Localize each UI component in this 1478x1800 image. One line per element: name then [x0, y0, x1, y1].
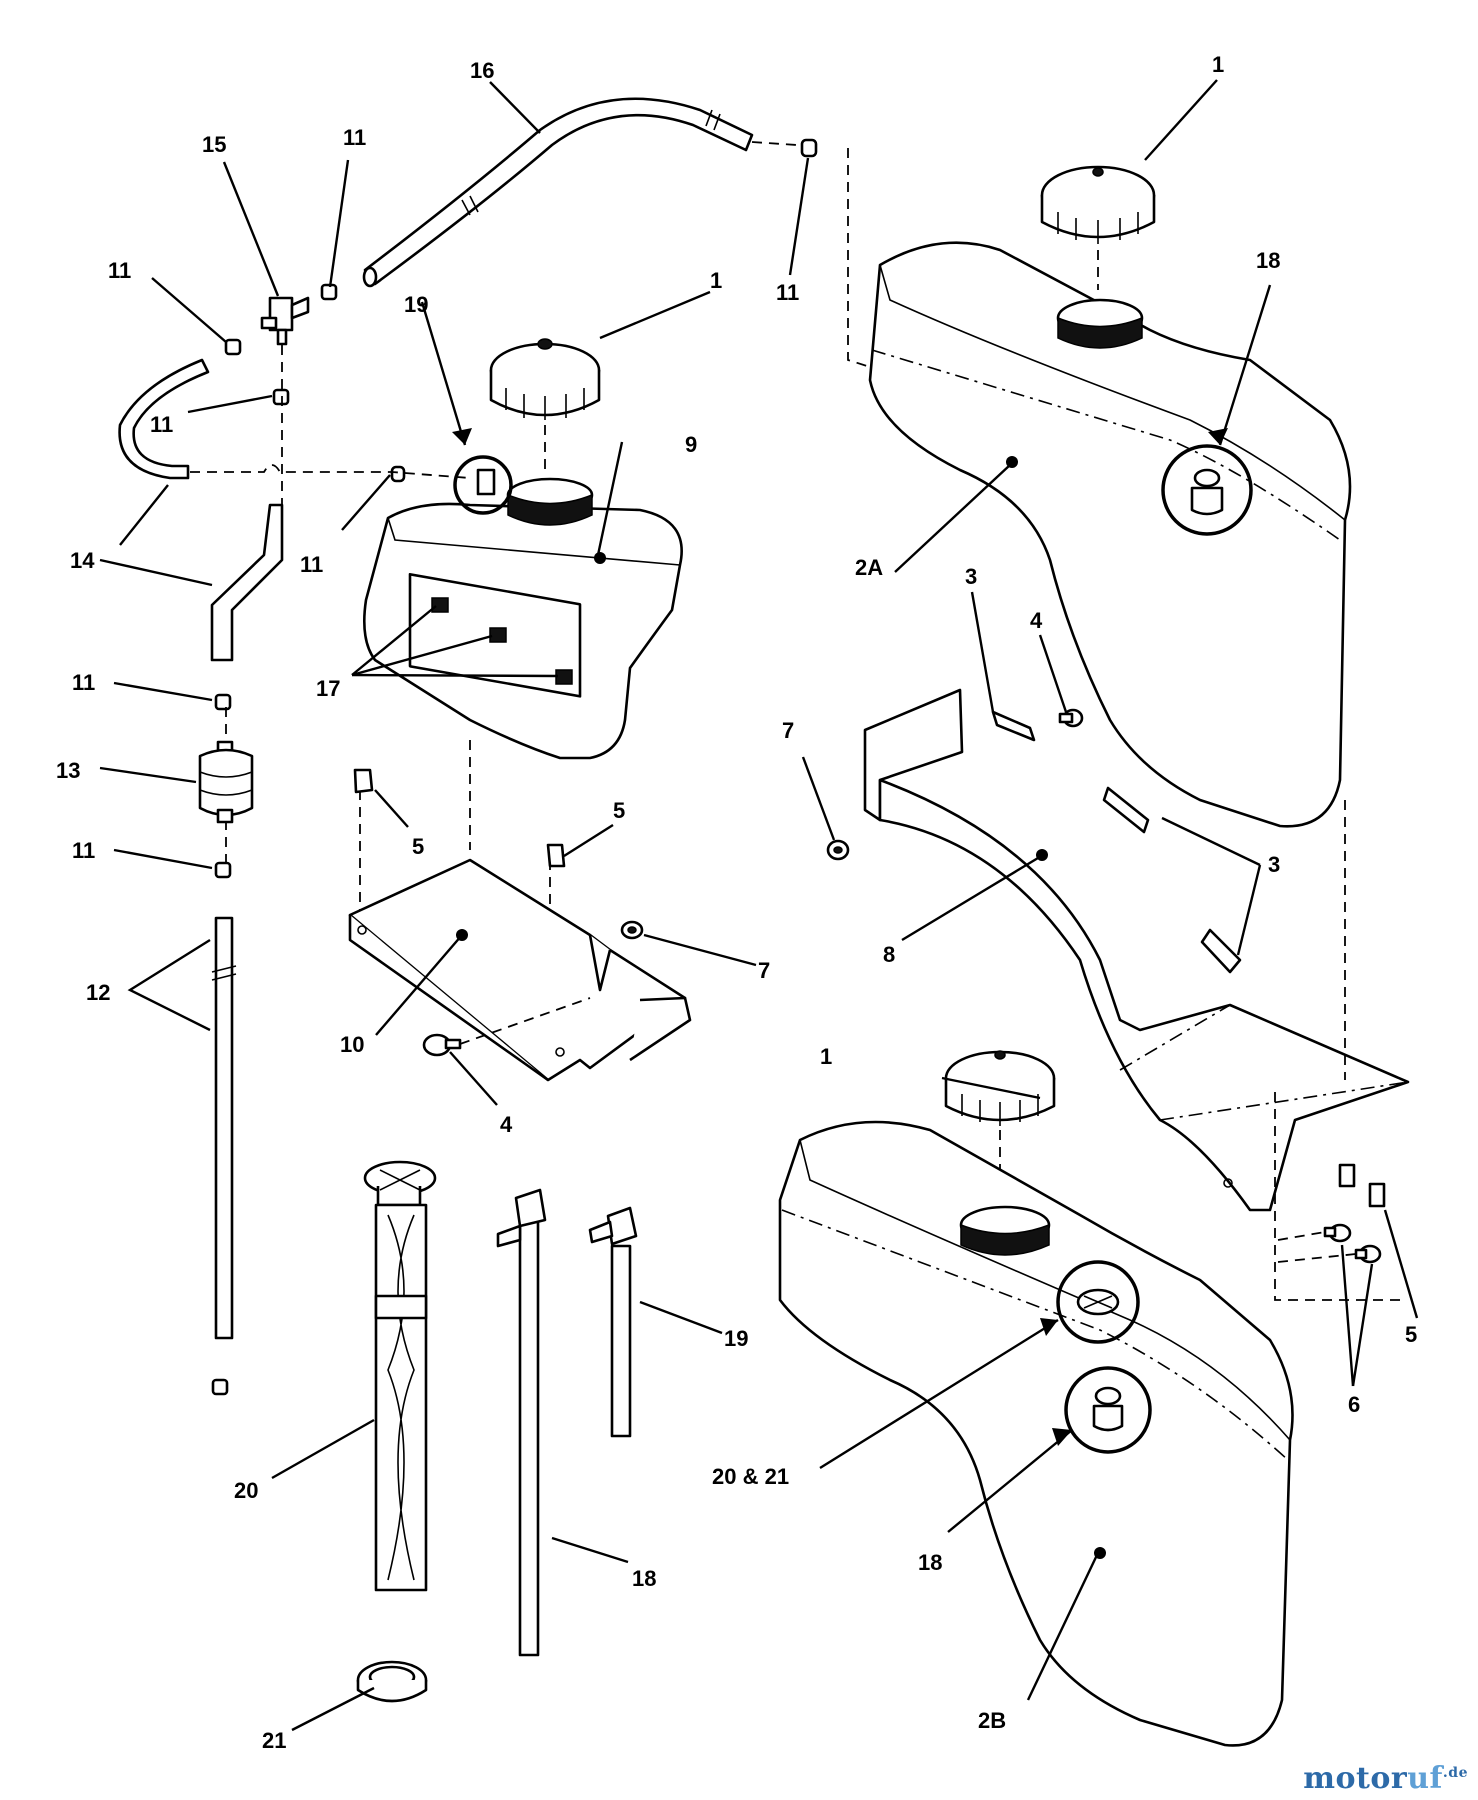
- vent-tube-19: [588, 1206, 638, 1438]
- callout-4-top: 4: [1030, 608, 1043, 633]
- callout-14: 14: [70, 548, 95, 573]
- bolt-4-left: [422, 1033, 462, 1057]
- callout-11-b: 11: [343, 125, 366, 150]
- callout-7-a: 7: [782, 718, 794, 743]
- tank-bracket-8: [863, 688, 1410, 1212]
- callout-2a: 2A: [855, 555, 883, 580]
- nut-7-left: [620, 920, 644, 940]
- vent-line-dash: [190, 464, 471, 479]
- callout-21: 21: [262, 1728, 286, 1753]
- callout-13: 13: [56, 758, 80, 783]
- fuel-gauge-sender-20: [363, 1160, 437, 1592]
- callout-1-top: 1: [1212, 52, 1224, 77]
- callout-20-and-21: 20 & 21: [712, 1464, 789, 1489]
- callout-19-a: 19: [404, 292, 428, 317]
- pickup-tube-18: [496, 1188, 547, 1657]
- fuel-hose-16: [362, 97, 754, 288]
- callout-8: 8: [883, 942, 895, 967]
- screw-6-line: [1277, 1231, 1357, 1263]
- rubber-pad-3-set: [991, 710, 1242, 974]
- callout-18-c: 18: [632, 1566, 656, 1591]
- watermark-brand-a: motor: [1303, 1761, 1408, 1796]
- arrowheads: [452, 428, 1228, 1446]
- motoruf-watermark: motoruf.de: [1303, 1761, 1468, 1796]
- fuel-cap-1-small-tank: [489, 338, 601, 420]
- hose-clamp-11-set: [211, 138, 818, 1396]
- callout-labels: 1 1 1 2A 2B 3 3 4 4 5 5 5 6 7 7 8 9 10 1…: [56, 52, 1417, 1753]
- callout-19-b: 19: [724, 1326, 748, 1351]
- nut-7-right: [826, 839, 850, 861]
- callout-4-bottom: 4: [500, 1112, 513, 1137]
- hose-16-to-tank-2a-line: [751, 141, 976, 401]
- callout-11-c: 11: [150, 412, 173, 437]
- mounting-bracket-10: [348, 858, 692, 1082]
- fuel-cap-1-tank-2b: [944, 1050, 1056, 1126]
- fuel-hose-bend: [210, 503, 284, 662]
- fuel-shutoff-valve-15: [260, 296, 310, 346]
- callout-20: 20: [234, 1478, 258, 1503]
- callout-18-b: 18: [918, 1550, 942, 1575]
- callout-5-a: 5: [412, 834, 424, 859]
- highlight-circle-18-top: [1161, 444, 1253, 536]
- clip-5-right: [1338, 1163, 1386, 1208]
- tank-2a-to-bracket-line: [1274, 800, 1400, 1301]
- highlight-circle-18-bottom: [1064, 1366, 1152, 1454]
- bolt-4-line-left: [459, 997, 591, 1045]
- callout-11-a: 11: [108, 258, 131, 283]
- callout-1-bottom: 1: [820, 1044, 832, 1069]
- callout-5-c: 5: [1405, 1322, 1417, 1347]
- fuel-tank-9: [363, 477, 683, 760]
- watermark-brand-b: uf: [1407, 1761, 1443, 1796]
- callout-6: 6: [1348, 1392, 1360, 1417]
- callout-1-mid: 1: [710, 268, 722, 293]
- fuel-line-12: [211, 916, 237, 1340]
- callout-11-d: 11: [300, 552, 323, 577]
- watermark-suffix: .de: [1442, 1765, 1468, 1781]
- valve-to-filter-line: [225, 345, 283, 862]
- bolt-4-right: [1058, 708, 1084, 728]
- fuel-tank-2a: [868, 241, 1352, 828]
- fuel-tank-2b: [778, 1120, 1294, 1747]
- callout-7-b: 7: [758, 958, 770, 983]
- screw-6-set: [1323, 1223, 1382, 1264]
- highlight-circle-20-21: [1056, 1260, 1140, 1344]
- leader-lines: [99, 79, 1419, 1732]
- fuel-filter-13: [198, 740, 254, 824]
- callout-9: 9: [685, 432, 697, 457]
- callout-11-e: 11: [776, 280, 799, 305]
- callout-11-f: 11: [72, 670, 95, 695]
- vent-hose-14: [118, 358, 210, 480]
- callout-3-right: 3: [1268, 852, 1280, 877]
- grommet-21: [356, 1660, 428, 1703]
- callout-11-g: 11: [72, 838, 95, 863]
- fuel-cap-1-tank-2a: [1040, 165, 1156, 244]
- callout-12: 12: [86, 980, 110, 1005]
- callout-10: 10: [340, 1032, 364, 1057]
- highlight-circle-19: [453, 455, 513, 515]
- callout-15: 15: [202, 132, 226, 157]
- callout-18-a: 18: [1256, 248, 1280, 273]
- callout-3-top: 3: [965, 564, 977, 589]
- callout-2b: 2B: [978, 1708, 1006, 1733]
- clip-5-left: [353, 768, 566, 868]
- callout-17: 17: [316, 676, 340, 701]
- callout-5-b: 5: [613, 798, 625, 823]
- callout-16: 16: [470, 58, 494, 83]
